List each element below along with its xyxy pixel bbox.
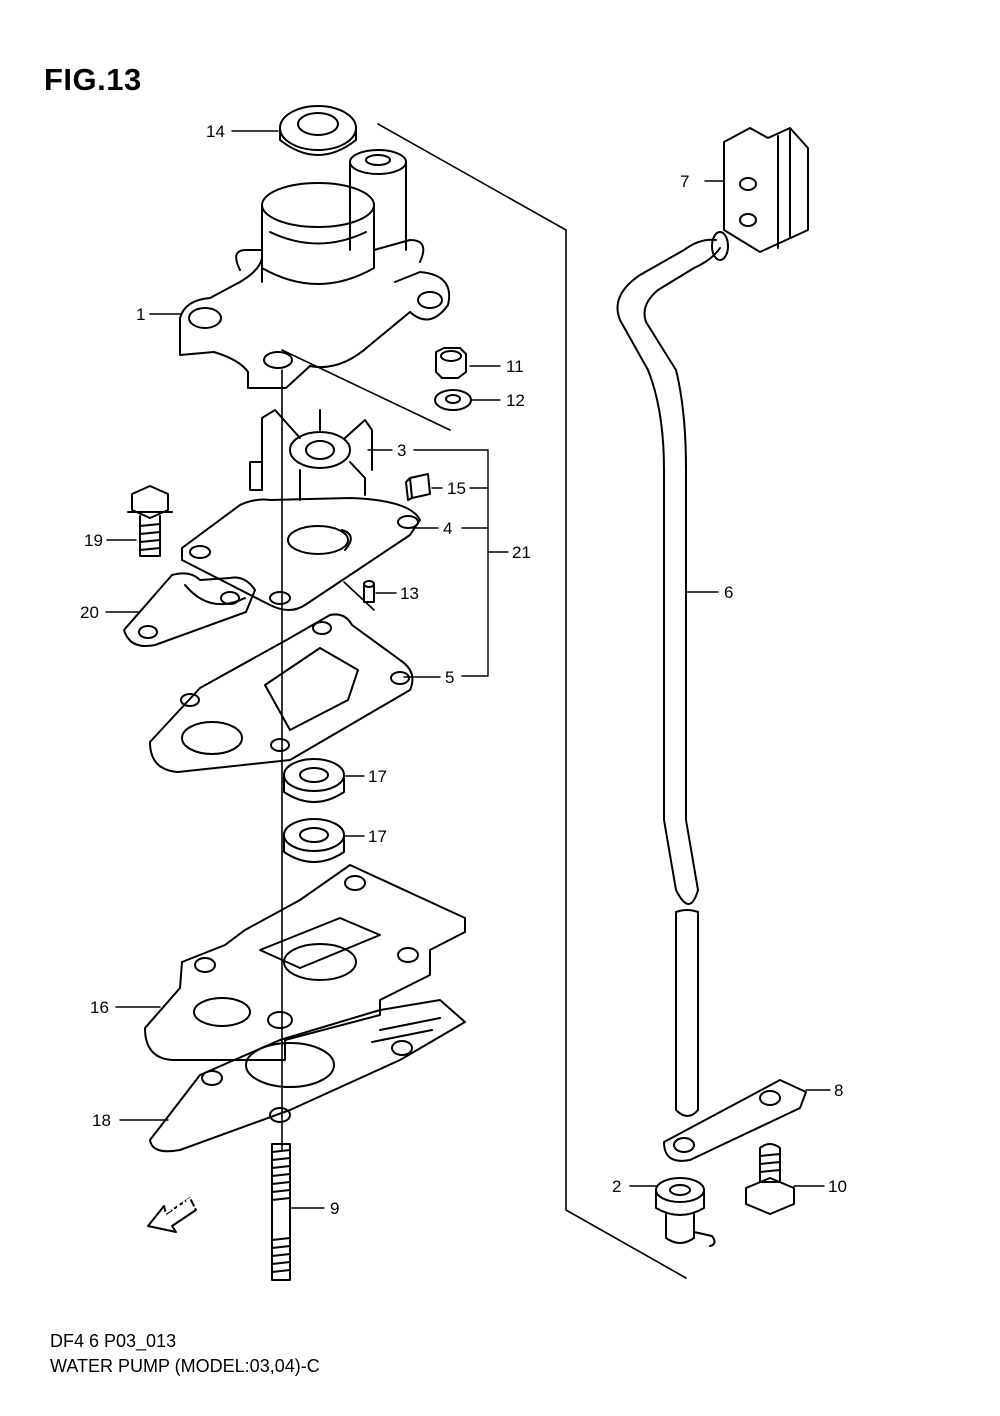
- callout-16: 16: [90, 998, 109, 1017]
- callout-1: 1: [136, 305, 145, 324]
- part-2-bushing: [655, 1177, 716, 1247]
- part-10-bolt: [745, 1143, 795, 1215]
- part-11-nut: [435, 347, 467, 379]
- callout-6: 6: [724, 583, 733, 602]
- part-1-pump-case: [179, 149, 451, 389]
- drawing-caption: WATER PUMP (MODEL:03,04)-C: [50, 1356, 320, 1376]
- callout-10: 10: [828, 1177, 847, 1196]
- part-6-water-tube: [616, 231, 729, 1117]
- part-16-lower-case: [144, 864, 466, 1061]
- part-8-plate: [663, 1079, 807, 1162]
- callout-3: 3: [397, 441, 406, 460]
- part-12-washer: [434, 389, 472, 411]
- callout-20: 20: [80, 603, 99, 622]
- part-4-wear-plate: [181, 497, 421, 611]
- callout-8: 8: [834, 1081, 843, 1100]
- part-13-pin: [363, 580, 375, 603]
- part-14-seal: [279, 105, 357, 156]
- part-3-impeller: [249, 409, 373, 501]
- callout-15: 15: [447, 479, 466, 498]
- callout-2: 2: [612, 1177, 621, 1196]
- callout-5: 5: [445, 668, 454, 687]
- callout-17-upper: 17: [368, 767, 387, 786]
- callout-9: 9: [330, 1199, 339, 1218]
- drawing-code: DF4 6 P03_013: [50, 1331, 177, 1351]
- fwd-label: FWD: [160, 1192, 203, 1228]
- part-17-seal-lower: [283, 818, 345, 863]
- callout-14: 14: [206, 122, 225, 141]
- part-9-stud: [271, 1143, 291, 1281]
- callout-12: 12: [506, 391, 525, 410]
- part-18-gasket-lower: [149, 999, 466, 1153]
- callout-18: 18: [92, 1111, 111, 1130]
- figure-title: FIG.13: [44, 62, 142, 97]
- part-15-key: [405, 473, 431, 501]
- callout-7: 7: [680, 172, 689, 191]
- callout-11: 11: [506, 357, 524, 376]
- callout-19: 19: [84, 531, 103, 550]
- callout-4: 4: [443, 519, 452, 538]
- fwd-arrow-icon: [147, 1197, 197, 1233]
- part-19-bolt: [127, 485, 173, 557]
- part-5-gasket: [149, 613, 414, 773]
- callout-13: 13: [400, 584, 419, 603]
- callout-21: 21: [512, 543, 531, 562]
- part-7-grommet: [723, 127, 809, 253]
- part-20-plate: [123, 572, 256, 647]
- callout-17-lower: 17: [368, 827, 387, 846]
- part-17-seal-upper: [283, 758, 345, 803]
